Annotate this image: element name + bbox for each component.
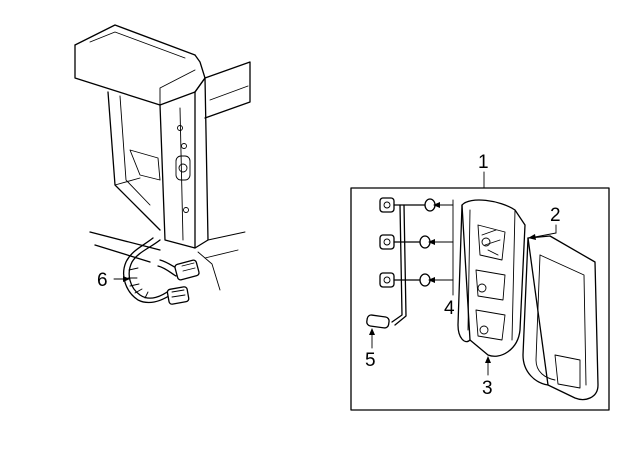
socket-bottom	[379, 272, 395, 288]
callout-6: 6	[97, 270, 108, 291]
leader-3	[485, 356, 491, 376]
socket-wiring-4	[366, 197, 454, 329]
connector-5	[366, 314, 390, 329]
harness-6	[123, 237, 200, 305]
leader-6	[113, 276, 130, 282]
lamp-gasket-2	[522, 235, 599, 401]
leader-5	[369, 328, 375, 349]
callout-5: 5	[365, 350, 376, 371]
callout-4: 4	[444, 298, 455, 319]
socket-middle	[379, 234, 395, 250]
callout-3: 3	[482, 378, 493, 399]
lamp-assembly-frame	[350, 187, 610, 411]
callout-2: 2	[550, 205, 561, 226]
vehicle-rear-pillar	[74, 24, 251, 291]
lamp-lens-3	[457, 199, 526, 357]
socket-top	[379, 197, 395, 213]
callout-1: 1	[478, 152, 489, 173]
leader-2	[528, 224, 557, 240]
